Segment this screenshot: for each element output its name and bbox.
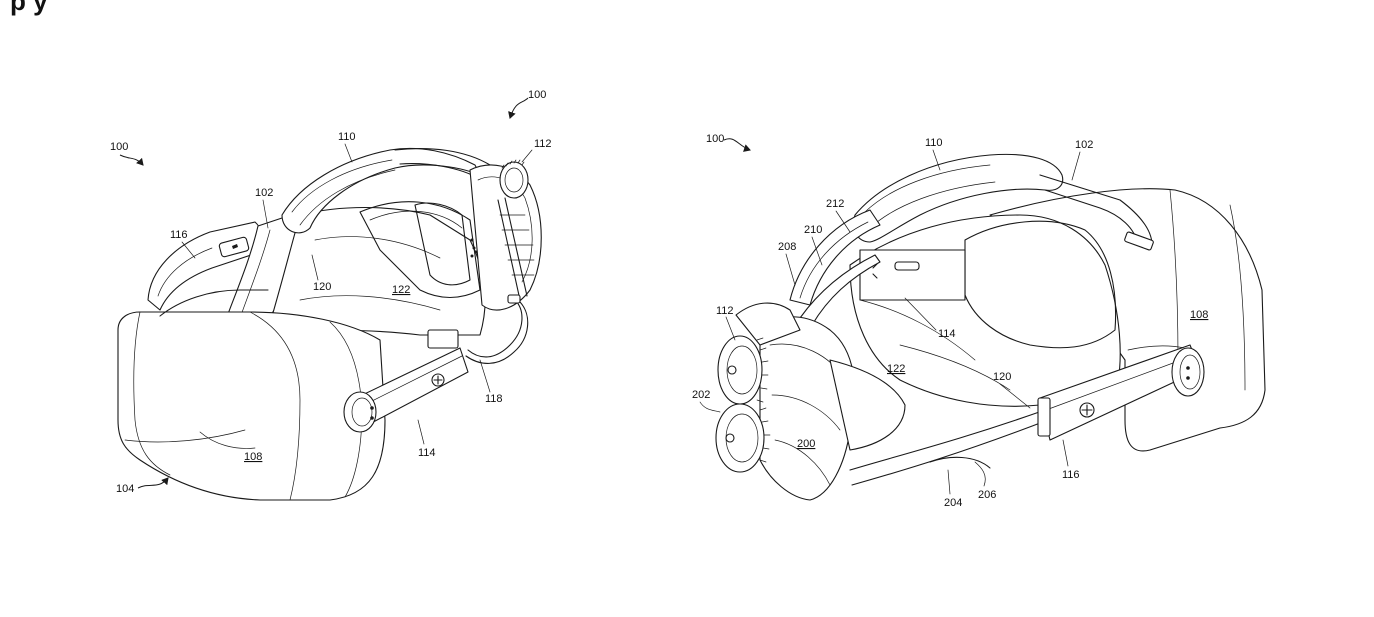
label-100-left: 100	[110, 141, 128, 153]
label-112-left: 112	[534, 138, 552, 150]
label-116-left: 116	[170, 229, 188, 241]
right-labels: 100 110 102 212 210 208 112 114 108 122 …	[692, 133, 1208, 509]
label-108-left: 108	[244, 451, 262, 463]
label-114-right: 114	[938, 328, 956, 340]
left-headset-view	[117, 147, 542, 501]
label-114-left: 114	[418, 447, 436, 459]
label-112-right: 112	[716, 305, 734, 317]
label-208-right: 208	[778, 241, 796, 253]
side-rail-114	[343, 347, 469, 433]
label-102-right: 102	[1075, 139, 1093, 151]
label-204-right: 204	[944, 497, 962, 509]
cropped-header-text: p y	[10, 0, 48, 16]
label-118-left: 118	[485, 393, 503, 405]
label-212-right: 212	[826, 198, 844, 210]
label-122-left: 122	[392, 284, 410, 296]
side-rail-116	[1037, 344, 1205, 441]
label-104-left: 104	[116, 483, 134, 495]
rear-dial-112	[469, 159, 542, 311]
label-200-right: 200	[797, 438, 815, 450]
label-122-right: 122	[887, 363, 905, 375]
label-110-right: 110	[925, 137, 943, 149]
right-headset-view: 200	[715, 153, 1266, 501]
label-100-right: 100	[706, 133, 724, 145]
label-108-right: 108	[1190, 309, 1208, 321]
rear-dial-assembly: 200	[715, 302, 856, 501]
label-120-right: 120	[993, 371, 1011, 383]
label-116-right: 116	[1062, 469, 1080, 481]
label-102-left: 102	[255, 187, 273, 199]
left-labels: 100 100 110 112 102 116 120 122 118 114 …	[110, 89, 552, 495]
label-206-right: 206	[978, 489, 996, 501]
label-202-right: 202	[692, 389, 710, 401]
label-100-left-top: 100	[528, 89, 546, 101]
label-110-left: 110	[338, 131, 356, 143]
label-120-left: 120	[313, 281, 331, 293]
label-210-right: 210	[804, 224, 822, 236]
